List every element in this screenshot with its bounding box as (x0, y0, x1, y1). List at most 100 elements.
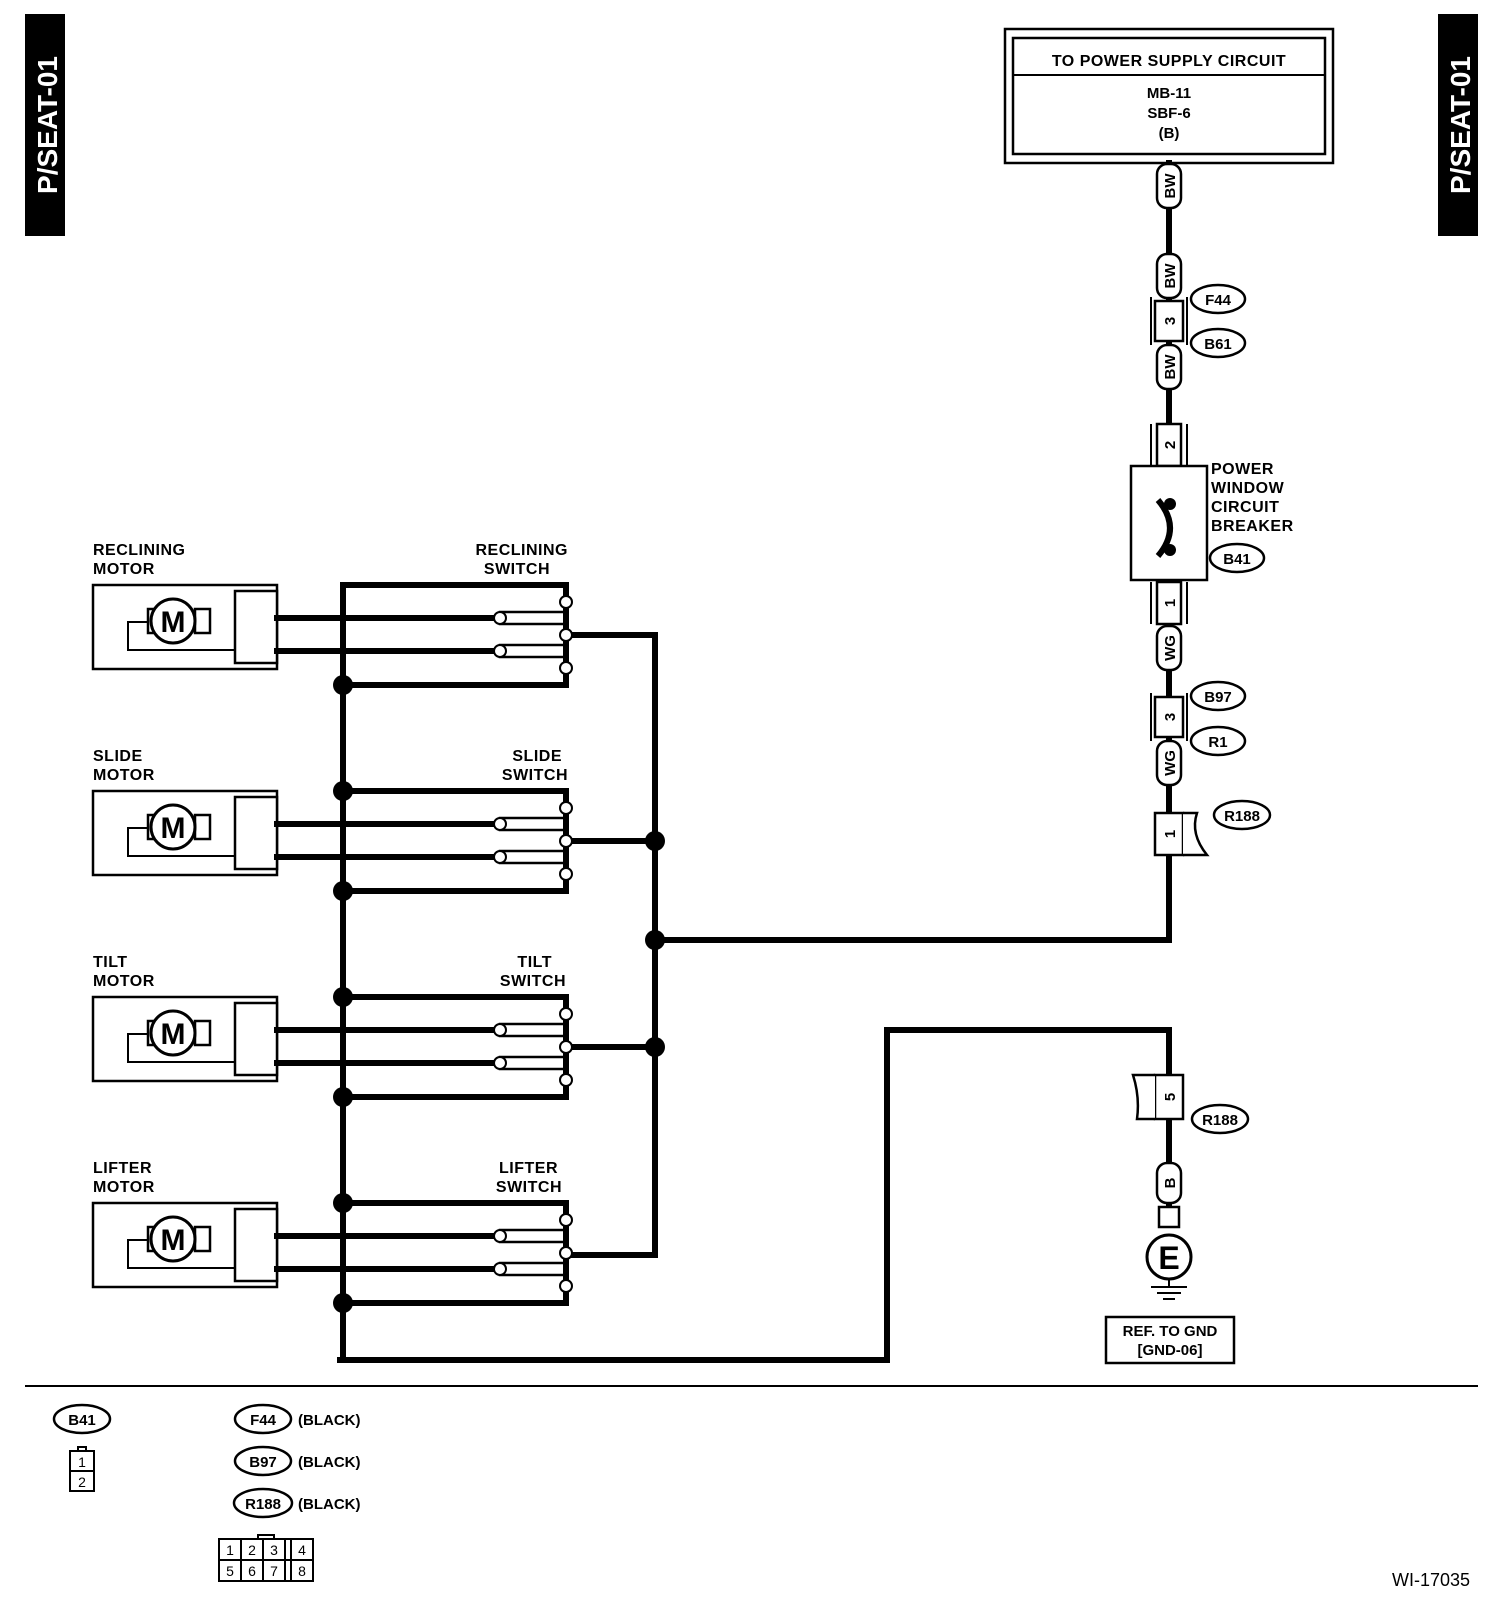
motor-switch-group-slide: SLIDE MOTOR M SLIDE SWITCH (91, 748, 658, 901)
wire-tag-b: B (1155, 1161, 1183, 1205)
ground-reference-box: REF. TO GND [GND-06] (1104, 1315, 1236, 1365)
page-tag-left-text: P/SEAT-01 (32, 56, 63, 194)
wire-tag-wg-2: WG (1155, 739, 1183, 787)
svg-text:REF. TO GND: REF. TO GND (1123, 1323, 1218, 1340)
svg-text:M: M (161, 1018, 186, 1051)
svg-text:4: 4 (298, 1542, 306, 1558)
svg-text:M: M (161, 1224, 186, 1257)
svg-text:B41: B41 (68, 1412, 96, 1429)
switch-label-line2: SWITCH (496, 1179, 562, 1196)
wire-tag-wg-1: WG (1155, 624, 1183, 672)
svg-text:B61: B61 (1204, 336, 1232, 353)
legend-r188: R188 (BLACK) 1 2 3 4 5 6 7 8 (218, 1487, 360, 1582)
connector-label-r1: R1 (1189, 725, 1247, 757)
svg-text:B41: B41 (1223, 551, 1251, 568)
svg-text:WG: WG (1162, 750, 1179, 776)
figure-id: WI-17035 (1392, 1570, 1470, 1590)
legend-f44: F44 (BLACK) (233, 1403, 360, 1435)
switch-label-line1: SLIDE (512, 748, 562, 765)
motor-label-line2: MOTOR (93, 973, 155, 990)
svg-text:R188: R188 (245, 1496, 281, 1513)
svg-text:7: 7 (270, 1563, 278, 1579)
svg-text:R188: R188 (1202, 1112, 1238, 1129)
ground-wire (337, 1027, 1172, 1363)
wire-tag-bw-3: BW (1155, 343, 1183, 391)
svg-text:1: 1 (1162, 599, 1179, 607)
svg-text:(BLACK): (BLACK) (298, 1496, 360, 1513)
connector-r188-upper: 1 R188 (1153, 799, 1272, 857)
motor-icon (149, 803, 197, 851)
svg-text:8: 8 (298, 1563, 306, 1579)
svg-text:F44: F44 (250, 1412, 277, 1429)
svg-text:B: B (1162, 1177, 1179, 1188)
connector-label-b41 (1208, 542, 1266, 574)
svg-text:3: 3 (270, 1542, 278, 1558)
motor-label-line2: MOTOR (93, 767, 155, 784)
connector-b97-r1-pin: 3 (1150, 693, 1188, 741)
switch-label-line2: SWITCH (502, 767, 568, 784)
svg-text:[GND-06]: [GND-06] (1137, 1342, 1202, 1359)
svg-text:R1: R1 (1208, 734, 1227, 751)
circuit-breaker: 2 1 (1129, 422, 1209, 626)
svg-text:(BLACK): (BLACK) (298, 1412, 360, 1429)
svg-text:WG: WG (1162, 635, 1179, 661)
motor-switch-group-reclining: RECLINING MOTOR M RECLINING SWITCH (91, 542, 573, 695)
page-tag-right-text: P/SEAT-01 (1445, 56, 1476, 194)
motor-label-line1: SLIDE (93, 748, 143, 765)
wire-tag-bw-2: BW (1155, 252, 1183, 300)
power-supply-line1: MB-11 (1147, 85, 1191, 102)
switch-label-line1: RECLINING (476, 542, 569, 559)
connector-r188-lower: 5 R188 (1131, 1073, 1250, 1135)
svg-text:1: 1 (226, 1542, 234, 1558)
breaker-label: POWER WINDOW CIRCUIT BREAKER B41 (1208, 461, 1293, 574)
motor-label-line1: TILT (93, 954, 128, 971)
svg-text:M: M (161, 812, 186, 845)
svg-text:CIRCUIT: CIRCUIT (1211, 499, 1279, 516)
svg-text:(BLACK): (BLACK) (298, 1454, 360, 1471)
svg-text:5: 5 (226, 1563, 234, 1579)
connector-label-f44: F44 (1189, 283, 1247, 315)
svg-text:POWER: POWER (1211, 461, 1274, 478)
feed-wire (652, 160, 1172, 943)
svg-text:WINDOW: WINDOW (1211, 480, 1285, 497)
motor-label-line2: MOTOR (93, 561, 155, 578)
svg-text:5: 5 (1162, 1093, 1179, 1101)
svg-text:B97: B97 (1204, 689, 1232, 706)
svg-text:M: M (161, 606, 186, 639)
connector-label-b61: B61 (1189, 327, 1247, 359)
switch-label-line2: SWITCH (484, 561, 550, 578)
svg-text:B97: B97 (249, 1454, 277, 1471)
svg-text:1: 1 (78, 1454, 86, 1470)
power-supply-box: TO POWER SUPPLY CIRCUIT MB-11 SBF-6 (B) (1003, 27, 1335, 165)
connector-f44-b61-pin: 3 (1150, 297, 1188, 345)
svg-text:3: 3 (1162, 713, 1179, 721)
svg-text:E: E (1158, 1240, 1179, 1276)
connector-label-b97: B97 (1189, 680, 1247, 712)
svg-text:6: 6 (248, 1563, 256, 1579)
svg-text:R188: R188 (1224, 808, 1260, 825)
page-tag-right: P/SEAT-01 (1438, 14, 1478, 236)
switch-label-line1: LIFTER (499, 1160, 558, 1177)
svg-text:2: 2 (1162, 441, 1179, 449)
ground-symbol: E (1145, 1205, 1193, 1300)
legend-b97: B97 (BLACK) (233, 1445, 360, 1477)
power-supply-line2: SBF-6 (1147, 105, 1190, 122)
switch-label-line2: SWITCH (500, 973, 566, 990)
svg-text:3: 3 (1162, 317, 1179, 325)
svg-text:1: 1 (1162, 830, 1179, 838)
motor-switch-group-lifter: LIFTER MOTOR M LIFTER SWITCH (91, 1160, 573, 1313)
svg-text:BW: BW (1162, 354, 1179, 380)
svg-text:BW: BW (1162, 263, 1179, 289)
svg-text:2: 2 (248, 1542, 256, 1558)
svg-text:F44: F44 (1205, 292, 1232, 309)
right-bus (570, 632, 665, 1258)
power-supply-line3: (B) (1159, 125, 1180, 142)
switch-label-line1: TILT (517, 954, 552, 971)
svg-text:2: 2 (78, 1474, 86, 1490)
motor-label-line2: MOTOR (93, 1179, 155, 1196)
page-tag-left: P/SEAT-01 (25, 14, 65, 236)
legend-b41: B41 1 2 (52, 1403, 112, 1492)
wire-tag-bw-1: BW (1155, 162, 1183, 210)
